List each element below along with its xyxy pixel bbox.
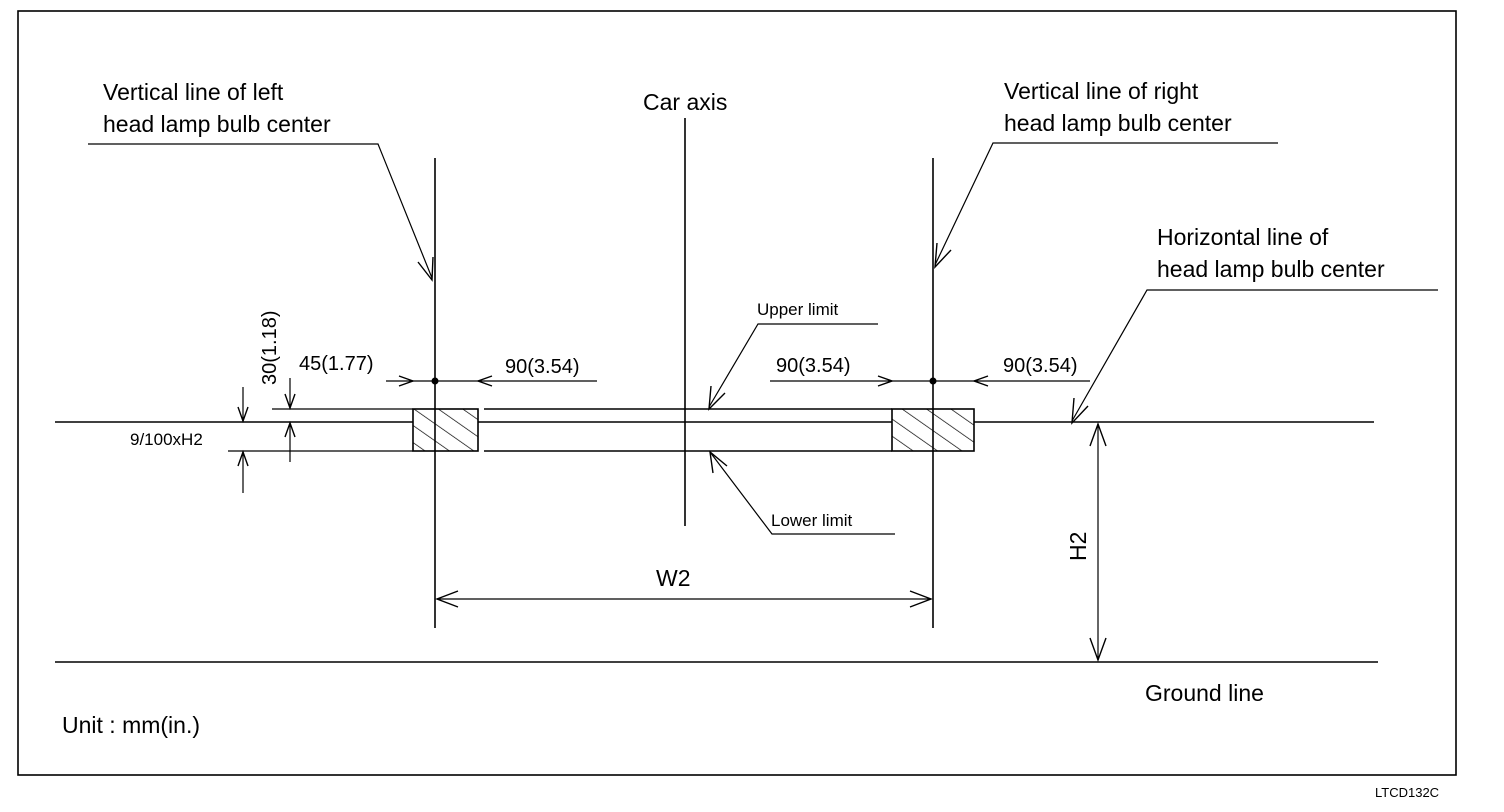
horizontal-leader-arrow (1071, 397, 1089, 425)
upper-limit-label: Upper limit (757, 300, 839, 319)
dim-45-label: 45(1.77) (299, 353, 374, 375)
left-vertical-leader (88, 143, 433, 279)
upper-limit-leader-arrow (708, 385, 726, 411)
dim-left-90-label: 90(3.54) (505, 356, 580, 378)
lower-limit-leader-arrow (709, 450, 728, 474)
horizontal-leader (1071, 289, 1438, 422)
dim-h2-arrow-bottom (1089, 637, 1107, 663)
dim-w2-arrow-left (435, 590, 459, 608)
right-vertical-label-line2: head lamp bulb center (1004, 110, 1232, 136)
left-vertical-label-line1: Vertical line of left (103, 79, 284, 105)
dim-30-label: 30(1.18) (259, 311, 281, 386)
right-vertical-leader-arrow (934, 242, 952, 269)
dim-right-90-outer-label: 90(3.54) (1003, 355, 1078, 377)
dim-right-90-inner-label: 90(3.54) (776, 355, 851, 377)
left-aim-zone (412, 408, 479, 452)
unit-label: Unit : mm(in.) (62, 712, 200, 738)
right-vertical-leader (934, 142, 1278, 266)
dim-h2-label: H2 (1065, 532, 1091, 561)
car-axis-label: Car axis (643, 89, 727, 115)
dim-w2-arrow-right (909, 590, 933, 608)
ground-line-label: Ground line (1145, 680, 1264, 706)
dim-30-arrow-lower (284, 420, 296, 438)
dim-ratio-label: 9/100xH2 (130, 430, 203, 449)
frame-border (17, 10, 1457, 776)
horizontal-label-line2: head lamp bulb center (1157, 256, 1385, 282)
dim-30-arrow-upper (284, 393, 296, 411)
lower-limit-label: Lower limit (771, 511, 853, 530)
upper-limit-leader (708, 323, 878, 408)
dim-w2-label: W2 (656, 565, 691, 591)
left-vertical-leader-arrow (417, 256, 434, 282)
horizontal-label-line1: Horizontal line of (1157, 224, 1329, 250)
figure-code: LTCD132C (1375, 785, 1439, 800)
dim-right-90-outer-arrow (971, 375, 989, 387)
lower-limit-leader (709, 451, 895, 535)
dim-ratio-arrow-lower (237, 449, 249, 467)
right-vertical-label-line1: Vertical line of right (1004, 78, 1199, 104)
left-vertical-label-line2: head lamp bulb center (103, 111, 331, 137)
dim-h2-arrow-top (1089, 421, 1107, 447)
dim-ratio-arrow-upper (237, 406, 249, 424)
